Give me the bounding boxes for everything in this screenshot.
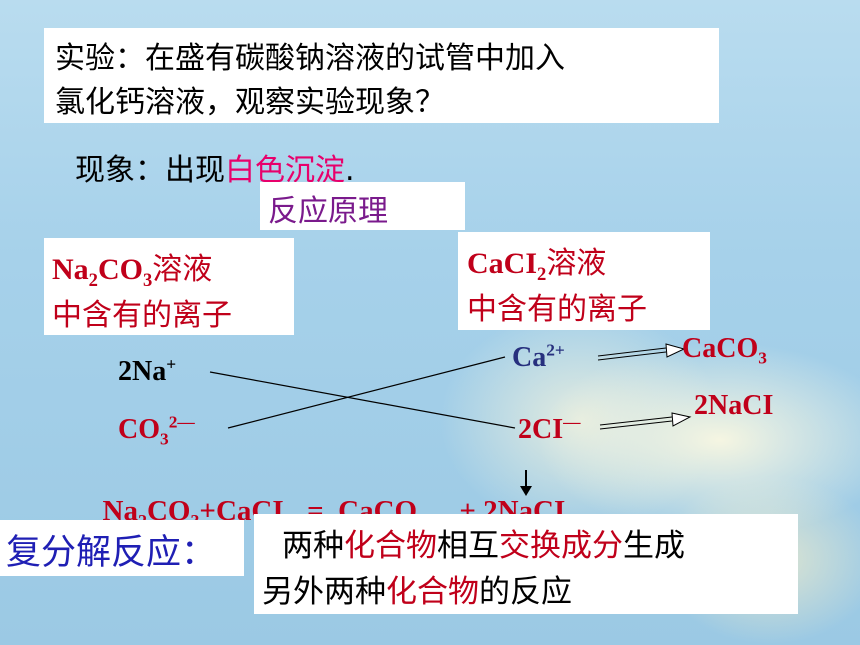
- definition-title: 复分解反应：: [6, 533, 217, 573]
- arrow-to-caco3: [597, 343, 686, 361]
- principle-box: [260, 182, 465, 230]
- ion-na: 2Na+: [118, 354, 177, 387]
- na2co3-title: Na2CO3溶液: [52, 252, 213, 291]
- phenomenon-suffix: .: [345, 153, 355, 188]
- product-caco3: CaCO3: [682, 333, 767, 368]
- cacl2-box: [458, 232, 710, 330]
- definition-title-box: [0, 520, 244, 576]
- precipitate-arrow-icon: [520, 470, 532, 496]
- line-na-to-cl: [209, 371, 516, 429]
- arrow-to-nacl: [599, 412, 692, 430]
- ion-ca: Ca2+: [512, 340, 565, 373]
- definition-line-2: 另外两种化合物的反应: [262, 574, 572, 610]
- product-nacl: 2NaCI: [694, 390, 774, 421]
- cacl2-ions-label: 中含有的离子: [467, 292, 647, 327]
- ion-co3: CO32—: [118, 412, 195, 449]
- experiment-line-1: 实验：在盛有碳酸钠溶液的试管中加入: [55, 41, 565, 76]
- line-co3-to-ca: [227, 356, 506, 429]
- na2co3-box: [44, 238, 294, 335]
- cacl2-formula: CaCI2: [467, 247, 547, 285]
- experiment-box: [44, 28, 719, 123]
- principle-label: 反应原理: [268, 194, 388, 229]
- na2co3-formula: Na2CO3: [52, 253, 153, 291]
- definition-box: [254, 514, 798, 614]
- ion-cl: 2CI—: [518, 412, 581, 445]
- definition-line-1: 两种化合物相互交换成分生成: [282, 528, 685, 564]
- na2co3-ions-label: 中含有的离子: [52, 298, 232, 333]
- phenomenon-prefix: 现象：出现: [75, 153, 225, 188]
- cacl2-title: CaCI2溶液: [467, 246, 607, 285]
- experiment-line-2: 氯化钙溶液，观察实验现象？: [55, 85, 445, 120]
